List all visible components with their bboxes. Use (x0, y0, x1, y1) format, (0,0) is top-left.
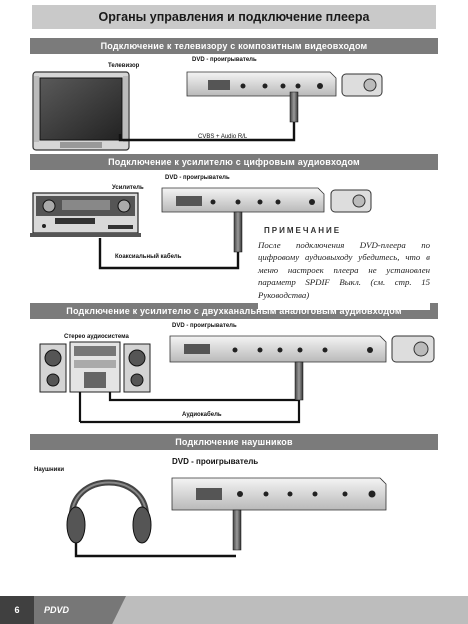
note-heading: ПРИМЕЧАНИЕ (264, 226, 342, 235)
page-title: Органы управления и подключение плеера (32, 5, 436, 29)
player-illustration-headphones (171, 477, 387, 551)
cable-label-tv: CVBS + Audio R/L (198, 134, 248, 140)
footer-label: PDVD (44, 605, 70, 615)
amplifier-label: Усилитель (112, 185, 144, 191)
footer-tab (34, 596, 126, 624)
section-heading-tv: Подключение к телевизору с композитным в… (30, 38, 438, 54)
amplifier-illustration (30, 192, 141, 237)
cable-label-audio: Аудиокабель (182, 412, 222, 418)
player-illustration-stereo (80, 335, 435, 424)
stereo-illustration (39, 341, 300, 422)
tv-label: Телевизор (108, 63, 140, 69)
headphones-illustration (66, 479, 236, 558)
player-label-amp: DVD - проигрыватель (165, 175, 230, 181)
note-text: После подключения DVD-плеера по цифровом… (258, 240, 430, 300)
headphones-label: Наушники (34, 467, 65, 473)
note-box: ПРИМЕЧАНИЕ После подключения DVD-плеера … (258, 226, 430, 310)
player-illustration-tv (118, 71, 383, 142)
player-label-tv: DVD - проигрыватель (192, 57, 257, 63)
section-heading-headphones: Подключение наушников (30, 434, 438, 450)
player-label-stereo: DVD - проигрыватель (172, 323, 237, 329)
cable-label-coaxial: Коаксиальный кабель (115, 254, 182, 260)
player-label-headphones: DVD - проигрыватель (172, 457, 259, 466)
section-heading-digital-amp: Подключение к усилителю с цифровым аудио… (30, 154, 438, 170)
tv-illustration (32, 71, 130, 151)
stereo-label: Стерео аудиосистема (64, 334, 129, 340)
page-number: 6 (0, 596, 34, 624)
player-illustration-amp (98, 187, 372, 270)
